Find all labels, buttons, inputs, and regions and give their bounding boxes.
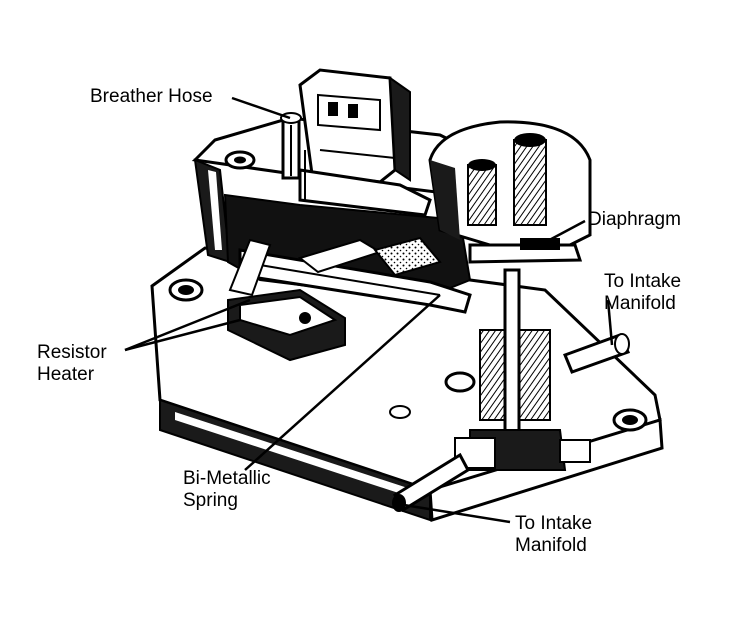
label-bi-metallic-spring: Bi-Metallic Spring (183, 468, 271, 512)
leader-intake-lower (403, 503, 511, 524)
valve-assembly (454, 268, 591, 471)
label-resistor-line2: Heater (37, 364, 95, 385)
label-intake-manifold-upper: To Intake Manifold (604, 271, 681, 315)
leader-lines (124, 96, 614, 524)
leader-resistor-2 (124, 318, 241, 352)
label-intake-upper-line2: Manifold (604, 293, 676, 314)
label-intake-lower-line2: Manifold (515, 535, 587, 556)
label-intake-manifold-lower: To Intake Manifold (515, 513, 592, 557)
diaphragm-dome (428, 120, 592, 264)
label-diaphragm: Diaphragm (588, 209, 681, 231)
label-resistor-line1: Resistor (37, 342, 107, 363)
resistor-heater (227, 238, 346, 362)
label-breather-hose-text: Breather Hose (90, 86, 213, 107)
leader-bimetal (244, 294, 441, 471)
label-bimetal-line1: Bi-Metallic (183, 468, 271, 489)
leader-intake-upper (606, 299, 614, 346)
lower-intake-nipple (392, 452, 470, 513)
label-diaphragm-text: Diaphragm (588, 209, 681, 230)
electrical-connector (298, 68, 432, 217)
label-resistor-heater: Resistor Heater (37, 342, 107, 386)
label-bimetal-line2: Spring (183, 490, 238, 511)
leader-breather-hose (231, 96, 291, 120)
breather-hose-nipple (280, 112, 302, 180)
leader-resistor-1 (124, 298, 251, 352)
label-breather-hose: Breather Hose (90, 86, 213, 108)
label-intake-upper-line1: To Intake (604, 271, 682, 292)
leader-diaphragm (539, 219, 586, 247)
label-intake-lower-line1: To Intake (515, 513, 593, 534)
bi-metallic-spring (238, 236, 472, 314)
